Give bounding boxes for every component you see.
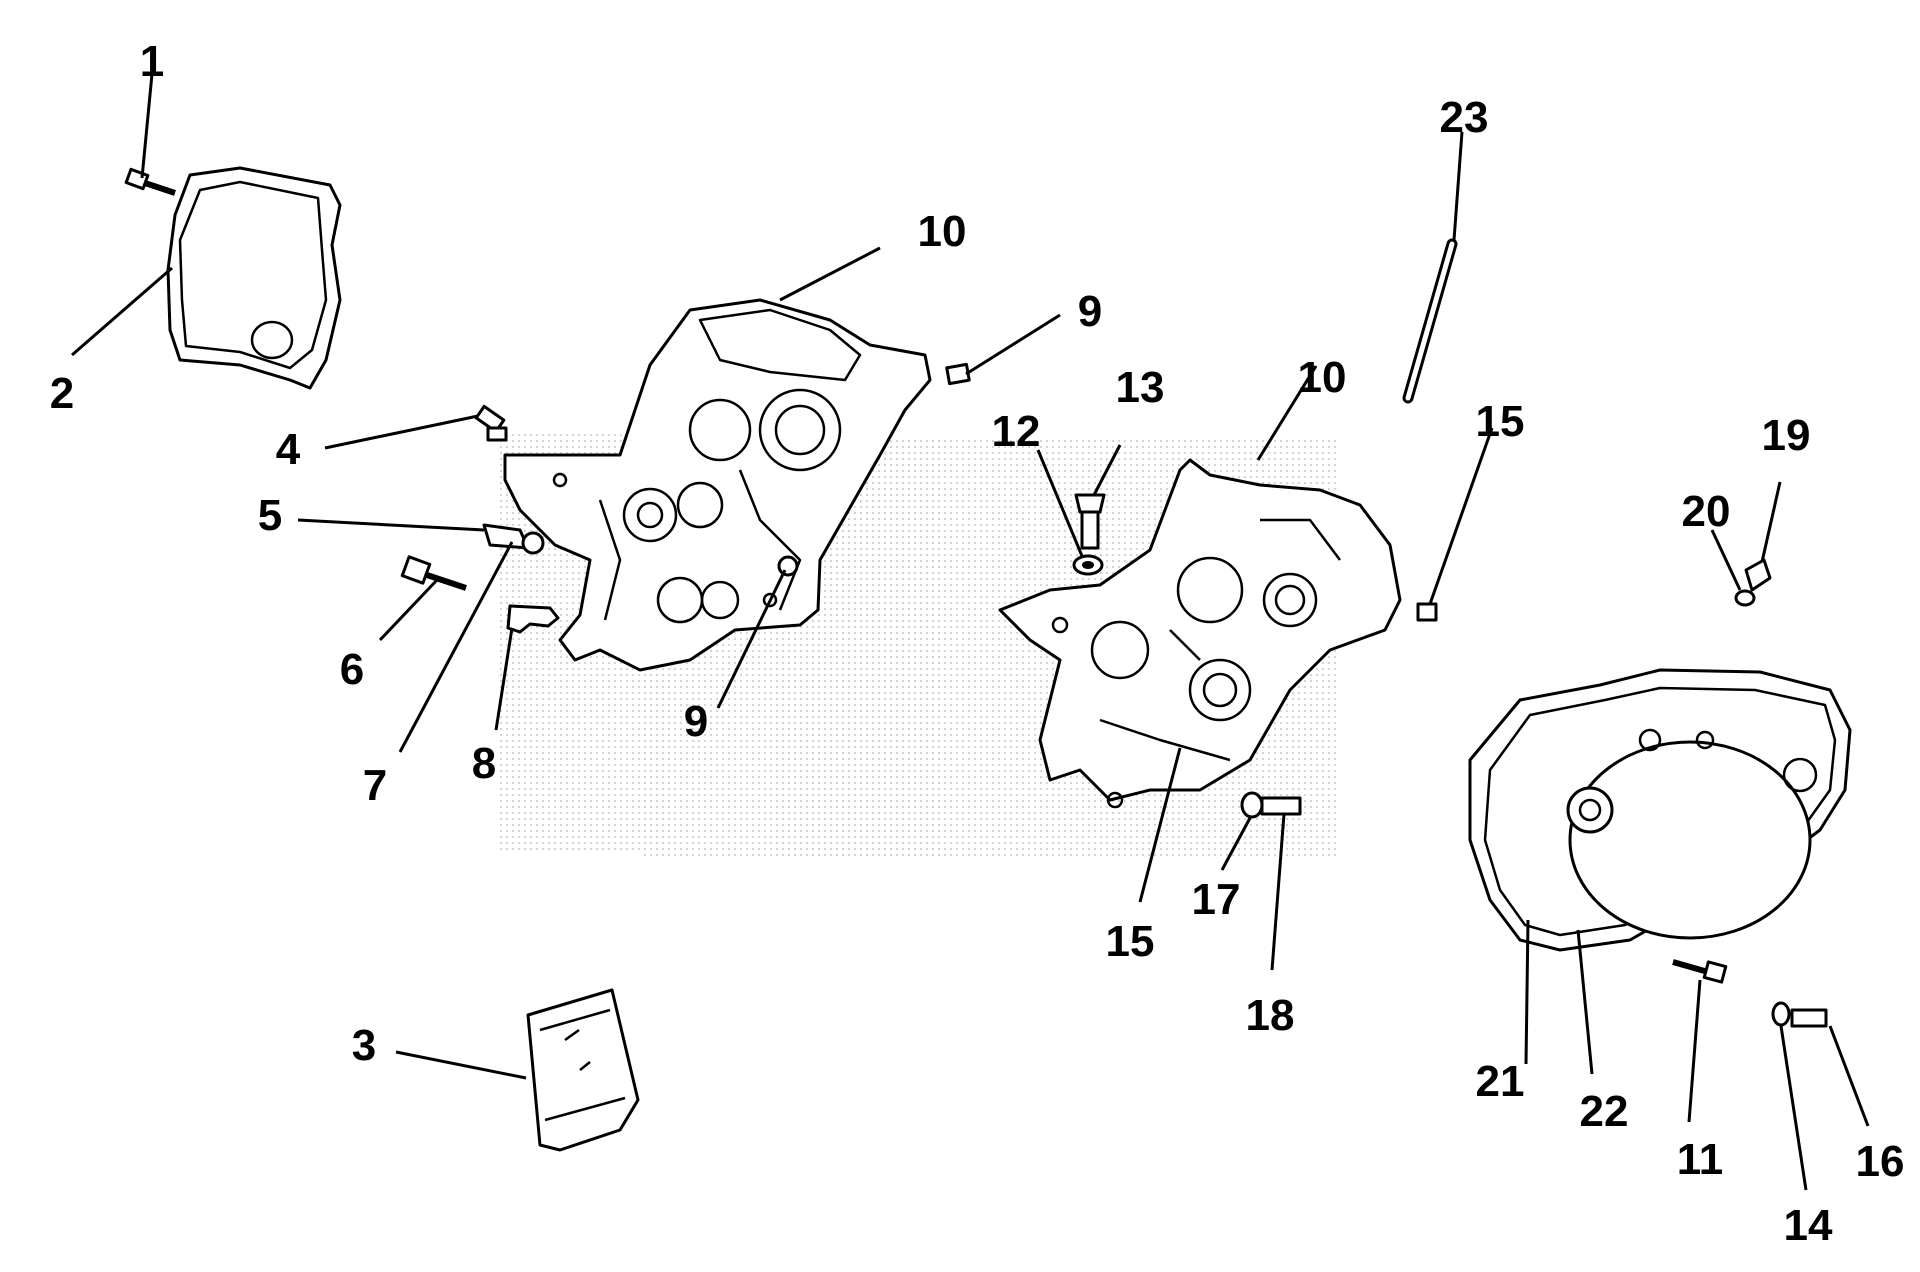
callout-23: 23 xyxy=(1440,93,1489,142)
clutch-cover-part-22 xyxy=(1468,668,1852,952)
callout-15-lower: 15 xyxy=(1106,917,1155,966)
callout-4: 4 xyxy=(276,425,301,474)
callout-12: 12 xyxy=(992,407,1041,456)
washer-part-17 xyxy=(1240,791,1264,819)
callout-5: 5 xyxy=(258,491,282,540)
clip-part-8 xyxy=(506,604,560,634)
screw-part-11 xyxy=(1672,959,1728,984)
callout-3: 3 xyxy=(352,1021,376,1070)
callout-13: 13 xyxy=(1116,363,1165,412)
callout-10-left: 10 xyxy=(918,207,967,256)
callout-22: 22 xyxy=(1580,1087,1629,1136)
callout-18: 18 xyxy=(1246,991,1295,1040)
callout-17: 17 xyxy=(1192,875,1241,924)
callout-labels: 1 2 3 4 5 6 7 8 9 9 10 10 11 12 13 14 15… xyxy=(50,37,1905,1250)
callout-16: 16 xyxy=(1856,1137,1905,1186)
callout-7: 7 xyxy=(363,761,387,810)
callout-6: 6 xyxy=(340,645,364,694)
callout-21: 21 xyxy=(1476,1057,1525,1106)
pin-part-4 xyxy=(474,404,508,442)
washer-part-14 xyxy=(1771,1001,1791,1027)
callout-2: 2 xyxy=(50,369,74,418)
callout-11: 11 xyxy=(1677,1135,1724,1184)
dowel-part-9-upper xyxy=(945,362,971,386)
callout-10-right: 10 xyxy=(1298,353,1347,402)
washer-part-20 xyxy=(1734,589,1756,607)
right-crankcase-part-10 xyxy=(998,458,1402,809)
callout-9-lower: 9 xyxy=(684,697,708,746)
callout-14: 14 xyxy=(1784,1201,1833,1250)
callout-19: 19 xyxy=(1762,411,1811,460)
leader-lines xyxy=(71,73,1870,1191)
left-crankcase-part-10 xyxy=(503,298,932,672)
cover-part-2 xyxy=(166,166,342,390)
valve-part-19 xyxy=(1744,558,1772,592)
screw-part-6 xyxy=(400,555,467,591)
callout-1: 1 xyxy=(140,37,164,86)
bolt-part-1 xyxy=(124,167,176,196)
callout-9-upper: 9 xyxy=(1078,287,1102,336)
bolt-part-18 xyxy=(1260,796,1302,816)
callout-20: 20 xyxy=(1682,487,1731,536)
bolt-part-16 xyxy=(1790,1008,1828,1028)
stud-part-23 xyxy=(1402,238,1458,404)
spring-part-5 xyxy=(482,523,545,555)
callout-8: 8 xyxy=(472,739,496,788)
washer-part-12 xyxy=(1072,554,1104,576)
sealant-pack-part-3 xyxy=(526,988,640,1152)
dowel-part-15-upper xyxy=(1416,602,1438,622)
callout-15-upper: 15 xyxy=(1476,397,1525,446)
dowel-part-9-lower xyxy=(777,555,799,577)
